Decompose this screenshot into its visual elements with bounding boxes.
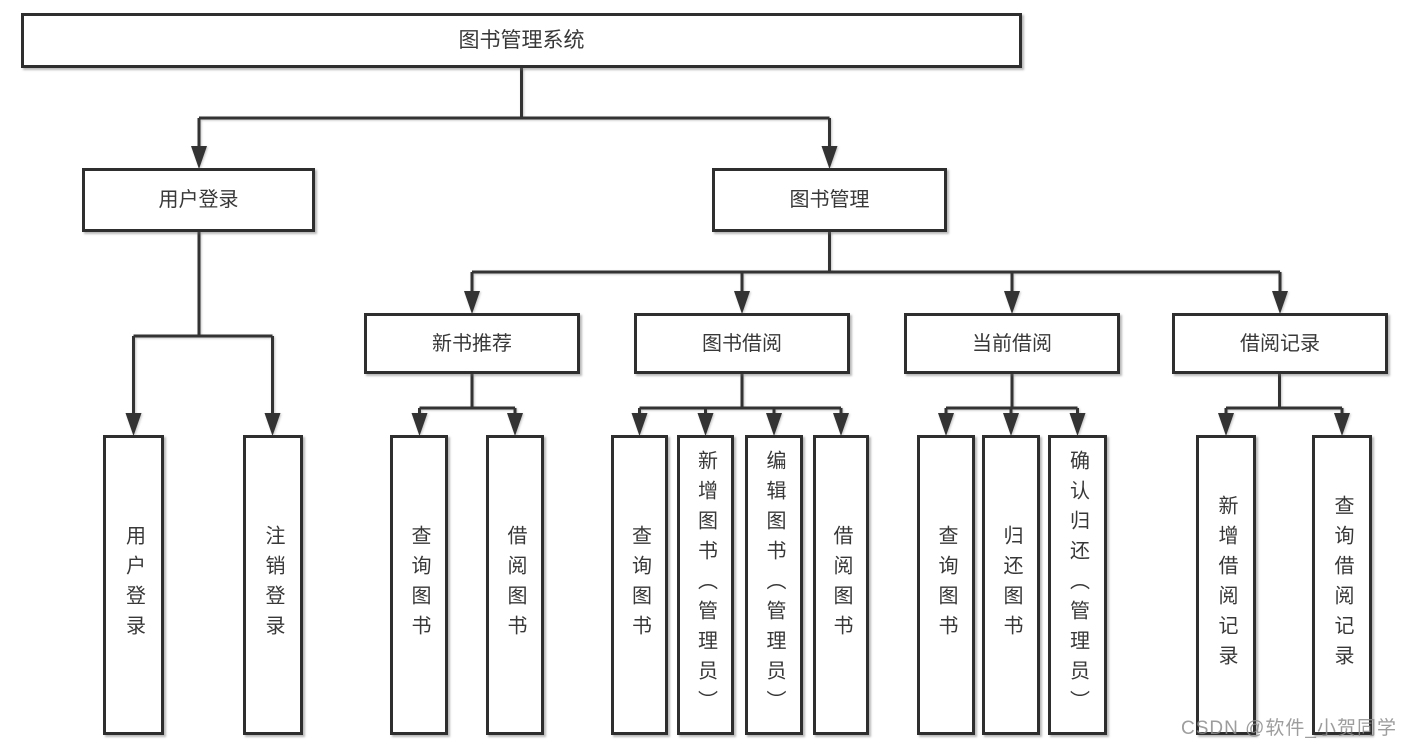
- arrowhead: [1334, 413, 1350, 436]
- arrowhead: [1218, 413, 1234, 436]
- arrowhead: [697, 413, 714, 436]
- node-user-login: 用户登录: [82, 168, 315, 232]
- node-borrowing-records: 借阅记录: [1172, 313, 1388, 374]
- node-book-management: 图书管理: [712, 168, 947, 232]
- leaf-query-books-current: 查询图书: [917, 435, 975, 735]
- arrowhead: [507, 413, 523, 436]
- arrowhead: [766, 413, 782, 436]
- leaf-return-books: 归还图书: [982, 435, 1040, 735]
- leaf-add-borrow-record: 新增借阅记录: [1196, 435, 1256, 735]
- leaf-logout: 注销登录: [243, 435, 303, 735]
- leaf-query-books-newbook: 查询图书: [390, 435, 448, 735]
- leaf-query-books-borrowing: 查询图书: [611, 435, 668, 735]
- node-current-borrowing: 当前借阅: [904, 313, 1120, 374]
- connector-newbook-to-children: [411, 374, 523, 436]
- leaf-borrow-books-newbook: 借阅图书: [486, 435, 544, 735]
- node-new-book-recommendation: 新书推荐: [364, 313, 580, 374]
- arrowhead: [631, 413, 648, 436]
- arrowhead: [264, 413, 281, 436]
- leaf-edit-books-admin: 编辑图书（管理员）: [745, 435, 803, 735]
- connector-records-to-children: [1218, 374, 1350, 436]
- arrowhead: [1004, 291, 1020, 314]
- leaf-user-login: 用户登录: [103, 435, 164, 735]
- arrowhead: [411, 413, 428, 436]
- leaf-confirm-return-admin: 确认归还（管理员）: [1048, 435, 1107, 735]
- connector-root-to-level2: [191, 68, 838, 169]
- arrowhead: [821, 146, 838, 169]
- connector-current-to-children: [938, 374, 1086, 436]
- leaf-add-books-admin: 新增图书（管理员）: [677, 435, 734, 735]
- arrowhead: [1069, 413, 1086, 436]
- arrowhead: [191, 146, 207, 169]
- arrowhead: [1272, 291, 1288, 314]
- arrowhead: [125, 413, 142, 436]
- arrowhead: [464, 291, 480, 314]
- arrowhead: [1003, 413, 1019, 436]
- connector-borrowing-to-children: [631, 374, 849, 436]
- arrowhead: [938, 413, 954, 436]
- connector-login-to-children: [125, 232, 281, 436]
- arrowhead: [833, 413, 849, 436]
- node-book-borrowing: 图书借阅: [634, 313, 850, 374]
- leaf-borrow-books-borrowing: 借阅图书: [813, 435, 869, 735]
- leaf-query-borrow-record: 查询借阅记录: [1312, 435, 1372, 735]
- connector-management-to-level3: [464, 232, 1288, 314]
- arrowhead: [734, 291, 750, 314]
- node-library-management-system: 图书管理系统: [21, 13, 1022, 68]
